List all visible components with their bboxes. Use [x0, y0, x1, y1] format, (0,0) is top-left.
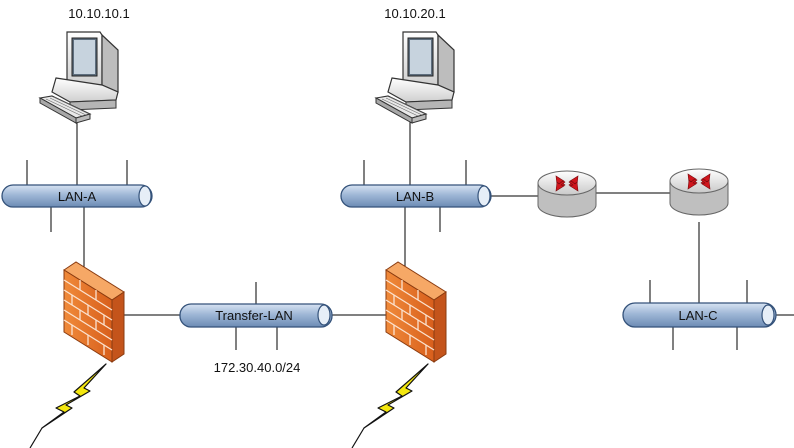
host-a: 10.10.10.1 — [39, 6, 130, 124]
lan-b-bus: LAN-B — [340, 184, 492, 208]
transfer-subnet-label: 172.30.40.0/24 — [214, 360, 301, 375]
host-b-ip-label: 10.10.20.1 — [384, 6, 445, 21]
lightning-bolt-icon — [363, 363, 429, 429]
uplink-lines — [29, 427, 365, 448]
host-b: 10.10.20.1 — [375, 6, 455, 124]
router-icon — [669, 168, 729, 216]
lan-a-label: LAN-A — [58, 189, 97, 204]
router-icon — [537, 170, 597, 218]
lan-c-bus: LAN-C — [622, 302, 777, 328]
desktop-computer-icon — [39, 31, 119, 124]
transfer-lan-label: Transfer-LAN — [215, 308, 293, 323]
lan-a-bus: LAN-A — [1, 184, 153, 208]
lan-c-label: LAN-C — [678, 308, 717, 323]
lightning-bolt-icon — [41, 363, 107, 429]
brick-firewall-icon — [63, 261, 125, 363]
desktop-computer-icon — [375, 31, 455, 124]
transfer-lan-bus: Transfer-LAN 172.30.40.0/24 — [179, 303, 333, 375]
connection-lines — [26, 120, 794, 350]
host-a-ip-label: 10.10.10.1 — [68, 6, 129, 21]
brick-firewall-icon — [385, 261, 447, 363]
lan-b-label: LAN-B — [396, 189, 434, 204]
